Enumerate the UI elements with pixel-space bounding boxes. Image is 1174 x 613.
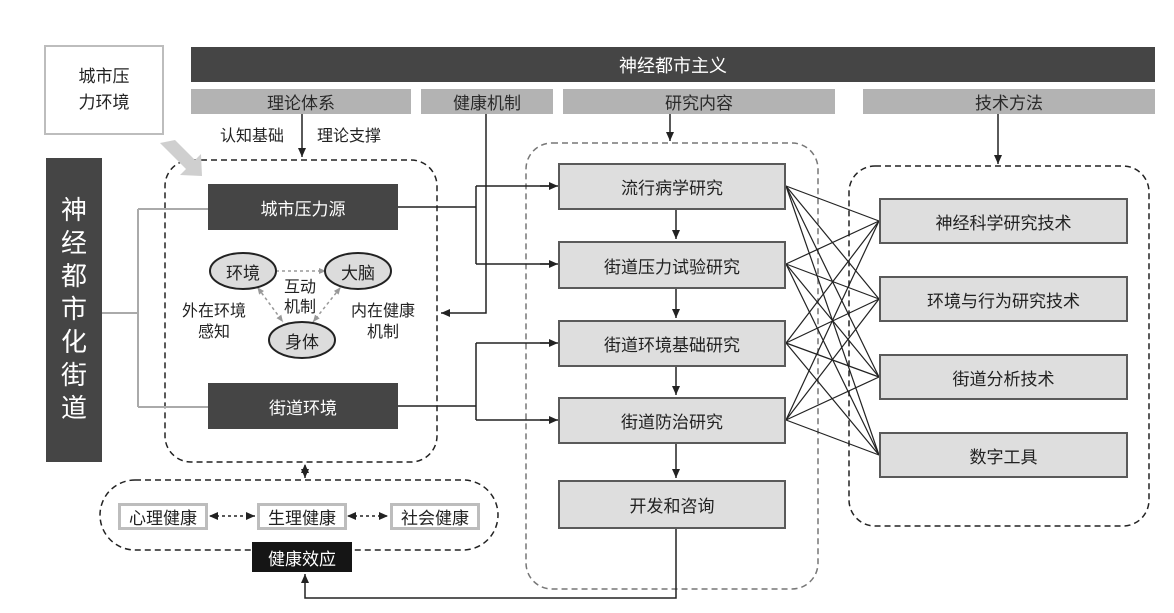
env-label: 环境 — [226, 263, 260, 284]
tech-node-neuroscience: 神经科学研究技术 — [879, 198, 1128, 244]
header-health: 健康机制 — [421, 89, 553, 114]
header-theory: 理论体系 — [191, 89, 411, 114]
research-node-environment-basis: 街道环境基础研究 — [558, 320, 786, 367]
social-health-box: 社会健康 — [390, 503, 480, 530]
env-oval — [209, 252, 277, 290]
cross-links — [785, 185, 880, 456]
physical-health-box: 生理健康 — [257, 503, 347, 530]
interaction-label: 互动 机制 — [283, 277, 316, 316]
street-env-box: 街道环境 — [208, 383, 398, 429]
source-connector — [398, 185, 556, 265]
env-body-link — [257, 287, 284, 323]
pressure-env-box: 城市压 力环境 — [44, 45, 164, 135]
health-mech-arrow — [441, 114, 487, 317]
left-group-frame — [164, 159, 438, 463]
brain-label: 大脑 — [341, 263, 375, 284]
research-node-prevention: 街道防治研究 — [558, 397, 786, 444]
pressure-arrow — [160, 140, 202, 176]
body-label: 身体 — [285, 332, 319, 353]
external-label: 外在环境 感知 — [181, 301, 246, 341]
vertical-title: 神 经 都 市 化 街 道 — [46, 158, 102, 462]
street-env-connector — [398, 342, 556, 421]
label-cognition: 认知基础 — [219, 126, 284, 145]
brain-oval — [324, 252, 392, 290]
tech-group-frame — [848, 165, 1150, 527]
tech-node-environment-behavior: 环境与行为研究技术 — [879, 276, 1128, 322]
tech-node-street-analysis: 街道分析技术 — [879, 354, 1128, 400]
research-group-frame — [525, 142, 819, 590]
research-node-development: 开发和咨询 — [558, 480, 786, 529]
research-node-stress-test: 街道压力试验研究 — [558, 241, 786, 289]
tech-node-digital-tools: 数字工具 — [879, 432, 1128, 478]
header-research: 研究内容 — [563, 89, 835, 114]
label-support: 理论支撑 — [316, 126, 381, 145]
header-tech: 技术方法 — [863, 89, 1155, 114]
brain-body-link — [312, 287, 341, 323]
banner: 神经都市主义 — [191, 47, 1155, 82]
feedback-loop — [301, 529, 677, 599]
left-bracket — [102, 208, 208, 408]
source-box: 城市压力源 — [208, 184, 398, 230]
body-oval — [268, 321, 336, 359]
research-node-epidemiology: 流行病学研究 — [558, 163, 786, 210]
mental-health-box: 心理健康 — [118, 503, 208, 530]
health-effect-box: 健康效应 — [252, 542, 352, 572]
internal-label: 内在健康 机制 — [350, 301, 415, 341]
